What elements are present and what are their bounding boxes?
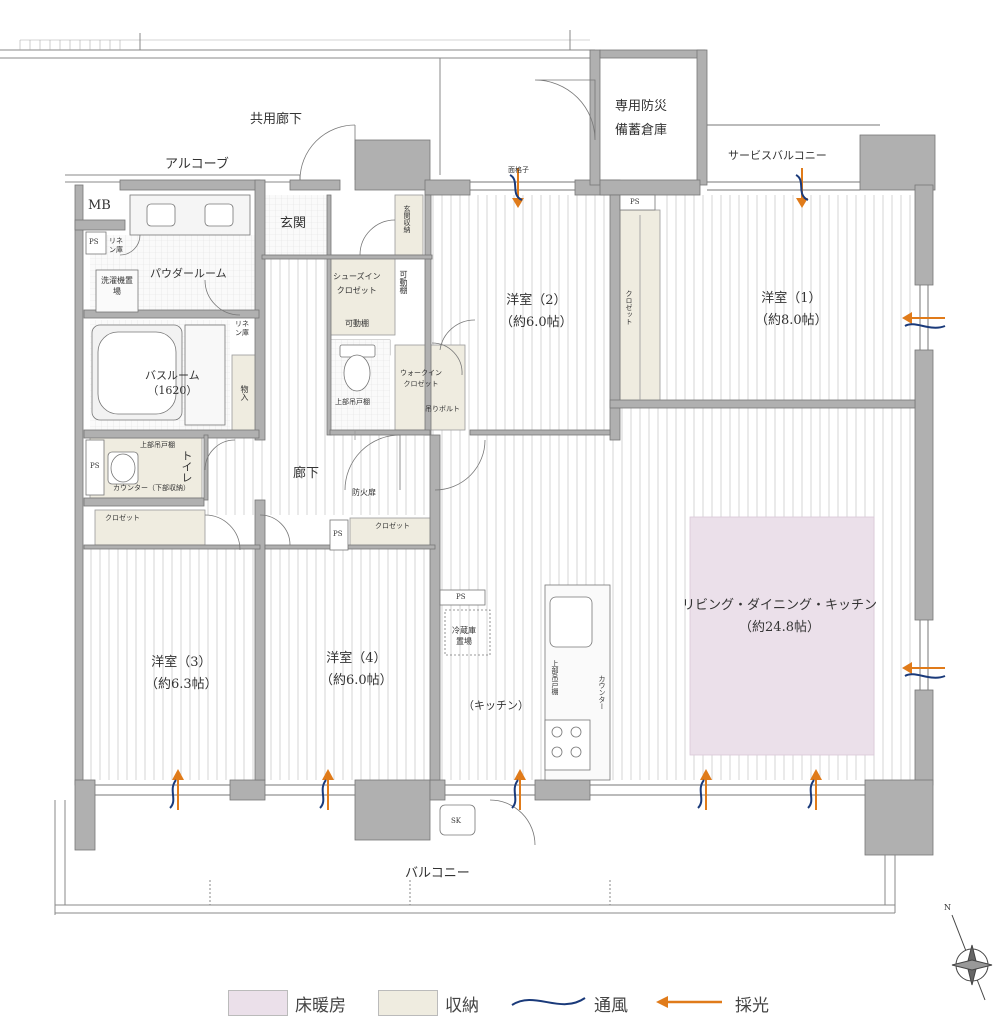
compass-icon (951, 914, 993, 1001)
walkin-closet-label: ウォークイン クロゼット (400, 369, 442, 388)
doors (119, 79, 596, 846)
mb-label: MB (88, 198, 111, 213)
ps-label: PS (630, 198, 640, 206)
kitchen-label: （キッチン） (463, 699, 529, 712)
common-corridor-label: 共用廊下 (250, 112, 303, 127)
linen-storage-1-label: リネン庫 (109, 237, 123, 254)
closet-4-label: クロゼット (375, 522, 410, 530)
entrance-storage-label: 玄関収納 (403, 205, 411, 233)
floor-heating-swatch (228, 990, 288, 1016)
storage-legend: 収納 (445, 996, 479, 1016)
walls (74, 49, 936, 856)
closet-vertical-label: クロゼット (625, 290, 633, 325)
ps-label: PS (89, 238, 99, 246)
ps-label: PS (456, 593, 466, 601)
ps-label: PS (333, 530, 343, 538)
closet-3-label: クロゼット (105, 514, 140, 522)
western-room-1-label: 洋室（1） （約8.0帖） (755, 291, 828, 328)
ps-label: PS (90, 462, 100, 470)
ventilation-legend: 通風 (594, 996, 628, 1016)
balcony-label: バルコニー (405, 866, 470, 881)
hanging-bolt-label: 吊りボルト (425, 405, 460, 413)
fire-door-label: 防火扉 (352, 488, 376, 497)
upper-cabinet-2-label: 上部吊戸棚 (140, 441, 175, 449)
entrance-label: 玄関 (280, 216, 307, 231)
windows (95, 124, 929, 796)
floor-heating-area (689, 516, 875, 756)
upper-cabinet-1-label: 上部吊戸棚 (335, 398, 370, 406)
fixtures (85, 194, 656, 836)
counter-below-label: カウンター（下部収納） (113, 484, 190, 492)
storage-in-label: 物入 (240, 385, 249, 401)
disaster-storage-label: 専用防災 備蓄倉庫 (615, 99, 668, 138)
upper-cabinet-3-label: 上部吊戸棚 (551, 660, 559, 695)
shoes-closet-label: シューズイン クロゼット (333, 272, 381, 295)
storage-swatch (378, 990, 438, 1016)
vent-light-markers (169, 168, 946, 810)
linen-storage-2-label: リネン庫 (235, 320, 249, 337)
western-room-2-label: 洋室（2） （約6.0帖） (500, 293, 573, 330)
powder-room-label: パウダールーム (150, 267, 227, 280)
service-balcony-label: サービスバルコニー (728, 149, 827, 162)
common-corridor (0, 30, 595, 183)
daylight-legend: 採光 (735, 996, 769, 1016)
western-room-4-label: 洋室（4） （約6.0帖） (320, 651, 393, 688)
movable-shelf-label: 可動棚 (345, 319, 369, 328)
north-label: N (944, 903, 951, 912)
movable-shelf-vertical-label: 可動棚 (399, 270, 408, 294)
washer-label: 洗濯機置場 (101, 276, 133, 296)
western-room-3-label: 洋室（3） （約6.3帖） (145, 655, 218, 692)
alcove-label: アルコーブ (165, 157, 229, 172)
fridge-space-label: 冷蔵庫 置場 (452, 626, 476, 646)
legend-graphics (511, 996, 722, 1008)
hallway-label: 廊下 (293, 466, 320, 481)
counter-label: カウンター (598, 675, 606, 710)
floor-heating-legend: 床暖房 (295, 996, 346, 1016)
lattice-label: 面格子 (508, 166, 529, 174)
ventilation-wave-icon (511, 997, 586, 1006)
balcony-outline (54, 800, 896, 915)
ldk-label: リビング・ダイニング・キッチン （約24.8帖） (682, 598, 878, 635)
sk-label: SK (451, 817, 462, 825)
toilet-label: トイレ (180, 450, 193, 483)
bathroom-label: バスルーム （1620） (145, 369, 200, 397)
